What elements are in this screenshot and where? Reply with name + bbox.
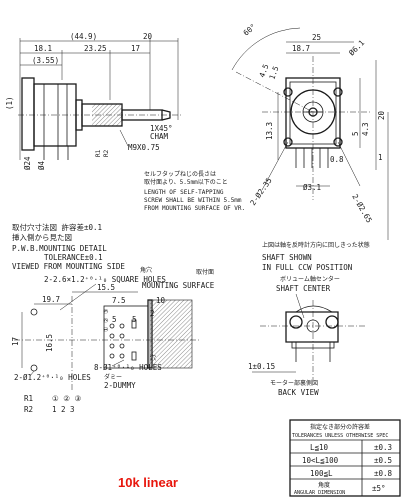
dim-44-9: (44.9) [70, 32, 97, 41]
dim-5-a: 5 [112, 315, 117, 324]
note-shaft-center: SHAFT CENTER [276, 284, 331, 293]
svg-text:SCREW SHALL BE WITHIN 5.5mm: SCREW SHALL BE WITHIN 5.5mm [144, 197, 242, 204]
note-2-holes: 2-Ø1.2⁺⁰·¹₀ HOLES [14, 373, 91, 382]
svg-text:ANGULAR DIMENSION: ANGULAR DIMENSION [294, 490, 345, 496]
note-mounting-surface: MOUNTING SURFACE [142, 281, 215, 290]
tol-angle: ±5° [372, 484, 386, 493]
back-view: ボリューム軸センター SHAFT CENTER 1±0.15 モーター部裏側図 … [248, 275, 366, 397]
svg-text:FROM MOUNTING SURFACE OF VR.: FROM MOUNTING SURFACE OF VR. [144, 205, 245, 212]
svg-text:TOLERANCES UNLESS OTHERWISE SP: TOLERANCES UNLESS OTHERWISE SPEC [292, 433, 388, 439]
dim-18-7: 18.7 [292, 44, 310, 53]
note-chamfer: 1X45° [150, 124, 173, 133]
svg-text:1 2 3: 1 2 3 [52, 405, 75, 414]
svg-text:上図は軸を反時計方向に回しきった状態: 上図は軸を反時計方向に回しきった状態 [262, 241, 370, 249]
dim-17-left: 17 [11, 337, 20, 346]
dim-16-5: 16.5 [45, 334, 54, 352]
rr-legend: R1 ① ② ③ R2 1 2 3 [24, 394, 81, 414]
pin-numbers: ① ② ③ [103, 309, 110, 332]
note-square-holes: 2-2.6×1.2⁺⁰·¹₀ SQUARE HOLES [44, 275, 166, 284]
svg-text:取付面より、5.5mm以下のこと: 取付面より、5.5mm以下のこと [144, 178, 228, 186]
dim-3-55: (3.55) [32, 56, 59, 65]
dim-20: 20 [143, 32, 153, 41]
pin-label-r1: R1 [95, 149, 102, 157]
svg-text:角度: 角度 [318, 481, 330, 489]
dim-23-25: 23.25 [84, 44, 107, 53]
dim-dia-24: Ø24 [23, 156, 32, 170]
note-8-holes: 8-Ø1⁺⁰·¹₀ HOLES [94, 363, 162, 372]
dim-4-3: 4.3 [361, 122, 370, 136]
pwb-layout: 角穴 2-2.6×1.2⁺⁰·¹₀ SQUARE HOLES 取付面 MOUNT… [11, 266, 215, 392]
tapping-note: セルフタップねじの長さは 取付面より、5.5mm以下のこと LENGTH OF … [144, 170, 245, 212]
note-thread: M9X0.75 [128, 143, 160, 152]
tol-range-3: 100≦L [310, 469, 333, 478]
dim-18-1: 18.1 [34, 44, 52, 53]
dim-5-b: 5 [132, 315, 137, 324]
side-view: (44.9) 20 18.1 23.25 17 (3.55) (1) 1X45°… [5, 32, 182, 170]
svg-text:IN FULL CCW POSITION: IN FULL CCW POSITION [262, 263, 352, 272]
svg-text:R1: R1 [24, 394, 33, 403]
svg-text:P.W.B.MOUNTING DETAIL: P.W.B.MOUNTING DETAIL [12, 244, 107, 253]
dim-dia-4: Ø4 [37, 160, 46, 170]
tol-value-2: ±0.5 [374, 456, 392, 465]
svg-text:SHAFT SHOWN: SHAFT SHOWN [262, 253, 312, 262]
dim-7-5: 7.5 [112, 296, 126, 305]
dim-25: 25 [312, 33, 321, 42]
dim-dia-3-1: Ø3.1 [303, 183, 321, 192]
svg-text:LENGTH OF SELF-TAPPING: LENGTH OF SELF-TAPPING [144, 189, 224, 196]
tol-value-3: ±0.8 [374, 469, 393, 478]
dim-20-right: 20 [377, 110, 386, 120]
svg-text:取付面: 取付面 [196, 268, 214, 276]
svg-text:VIEWED FROM MOUNTING SIDE: VIEWED FROM MOUNTING SIDE [12, 262, 125, 271]
svg-text:TOLERANCE±0.1: TOLERANCE±0.1 [44, 253, 103, 262]
tol-value-1: ±0.3 [374, 443, 392, 452]
dim-17: 17 [131, 44, 140, 53]
svg-text:挿入側から見た図: 挿入側から見た図 [12, 232, 72, 242]
dim-13-3: 13.3 [265, 122, 274, 140]
dim-1-pm-0-15: 1±0.15 [248, 362, 275, 371]
svg-text:① ② ③: ① ② ③ [52, 394, 81, 403]
dim-19-7: 19.7 [42, 295, 60, 304]
dim-2-dia-2-65: 2-Ø2.65 [350, 193, 374, 225]
svg-text:取付穴寸法図 許容差±0.1: 取付穴寸法図 許容差±0.1 [12, 222, 102, 232]
svg-text:R2: R2 [24, 405, 33, 414]
dim-1-right: 1 [378, 153, 383, 162]
dim-15-5: 15.5 [97, 283, 115, 292]
note-2-dummy: 2-DUMMY [104, 381, 136, 390]
svg-text:指定なき部分の許容差: 指定なき部分の許容差 [310, 423, 370, 431]
ccw-note: 上図は軸を反時計方向に回しきった状態 SHAFT SHOWN IN FULL C… [262, 241, 370, 272]
dim-1-5: 1.5 [267, 65, 280, 81]
svg-text:ダミー: ダミー [104, 373, 122, 381]
dim-dia-6-1: Ø6.1 [347, 38, 366, 57]
tol-range-1: L≦10 [310, 443, 329, 452]
dim-5-right: 5 [351, 131, 360, 136]
front-view: 25 18.7 60° Ø6.1 4.5 1.5 4.3 5 [231, 22, 389, 240]
svg-text:セルフタップねじの長さは: セルフタップねじの長さは [144, 170, 216, 178]
note-back-view: BACK VIEW [278, 388, 319, 397]
svg-text:ボリューム軸センター: ボリューム軸センター [280, 275, 340, 283]
pin-label-r2: R2 [103, 149, 110, 157]
dim-60deg: 60° [242, 22, 258, 38]
tol-range-2: 10<L≦100 [302, 456, 339, 465]
pwb-note: 取付穴寸法図 許容差±0.1 挿入側から見た図 P.W.B.MOUNTING D… [12, 222, 125, 271]
svg-text:角穴: 角穴 [140, 266, 152, 274]
dim-2-dia-2-35: 2-Ø2.35 [248, 176, 274, 207]
dim-4-5: 4.5 [257, 63, 270, 79]
note-cham: CHAM [150, 132, 169, 141]
tolerance-table: 指定なき部分の許容差 TOLERANCES UNLESS OTHERWISE S… [289, 419, 401, 497]
svg-text:モーター部裏側図: モーター部裏側図 [270, 379, 318, 387]
dim-1: (1) [5, 96, 14, 110]
dim-0-8: 0.8 [330, 155, 344, 164]
svg-text:穴: 穴 [150, 354, 156, 362]
caption: 10k linear [118, 475, 178, 490]
dim-2-small: 2 [150, 309, 155, 318]
